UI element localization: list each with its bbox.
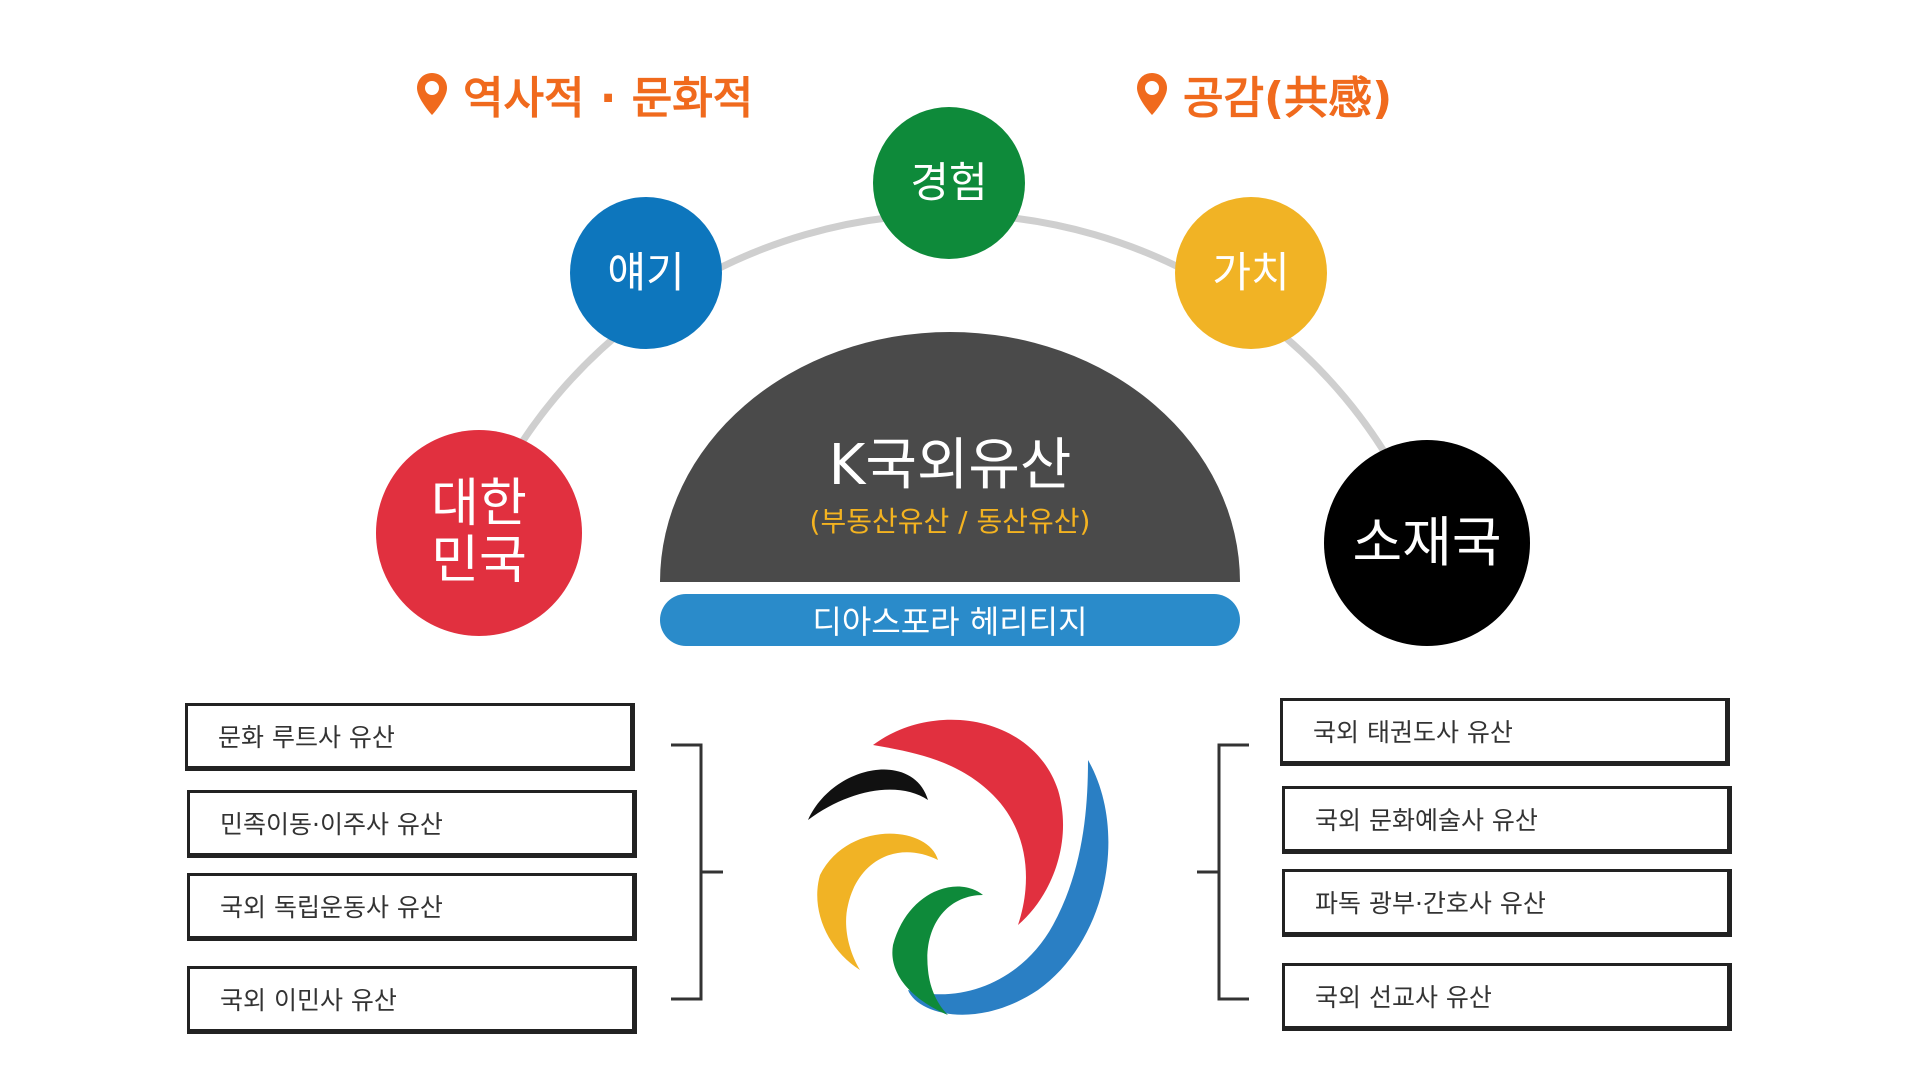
node-experience-label: 경험 [910, 157, 988, 207]
center-subtitle: (부동산유산 / 동산유산) [809, 505, 1091, 538]
node-value-label: 가치 [1212, 247, 1290, 297]
location-pin-icon [417, 73, 447, 115]
left-heritage-item: 국외 이민사 유산 [187, 966, 637, 1034]
right-heritage-label: 파독 광부·간호사 유산 [1315, 889, 1546, 918]
node-host-country: 소재국 [1324, 440, 1530, 646]
center-title: K국외유산 [828, 433, 1072, 498]
location-pin-icon [1137, 73, 1167, 115]
right-heritage-label: 국외 문화예술사 유산 [1315, 806, 1538, 835]
node-korea: 대한 민국 [376, 430, 582, 636]
right-heritage-item: 국외 선교사 유산 [1282, 963, 1732, 1031]
left-bracket [671, 743, 723, 1001]
right-heritage-item: 파독 광부·간호사 유산 [1282, 869, 1732, 937]
label-empathy: 공감(共感) [1135, 62, 1392, 126]
left-heritage-item: 문화 루트사 유산 [185, 703, 635, 771]
left-heritage-label: 국외 독립운동사 유산 [220, 893, 443, 922]
right-heritage-label: 국외 선교사 유산 [1315, 983, 1492, 1012]
right-heritage-item: 국외 태권도사 유산 [1280, 698, 1730, 766]
right-heritage-label: 국외 태권도사 유산 [1313, 718, 1513, 747]
diaspora-heritage-bar: 디아스포라 헤리티지 [660, 594, 1240, 646]
node-korea-line1: 대한 [431, 473, 527, 534]
label-empathy-text: 공감(共感) [1183, 73, 1393, 124]
label-historical-cultural-text: 역사적 · 문화적 [463, 73, 754, 124]
node-korea-line2: 민국 [431, 531, 527, 591]
diaspora-heritage-label: 디아스포라 헤리티지 [812, 603, 1088, 641]
right-bracket [1197, 743, 1249, 1001]
right-heritage-item: 국외 문화예술사 유산 [1282, 786, 1732, 854]
node-story-label: 얘기 [607, 247, 685, 297]
left-heritage-label: 민족이동·이주사 유산 [220, 810, 443, 839]
node-host-country-label: 소재국 [1352, 511, 1502, 575]
left-heritage-item: 민족이동·이주사 유산 [187, 790, 637, 858]
left-heritage-item: 국외 독립운동사 유산 [187, 873, 637, 941]
node-experience: 경험 [873, 107, 1025, 259]
left-heritage-label: 문화 루트사 유산 [218, 723, 395, 752]
diaspora-heritage-logo [808, 719, 1109, 1015]
left-heritage-label: 국외 이민사 유산 [220, 986, 397, 1015]
label-historical-cultural: 역사적 · 문화적 [415, 62, 753, 126]
node-story: 얘기 [570, 197, 722, 349]
node-value: 가치 [1175, 197, 1327, 349]
